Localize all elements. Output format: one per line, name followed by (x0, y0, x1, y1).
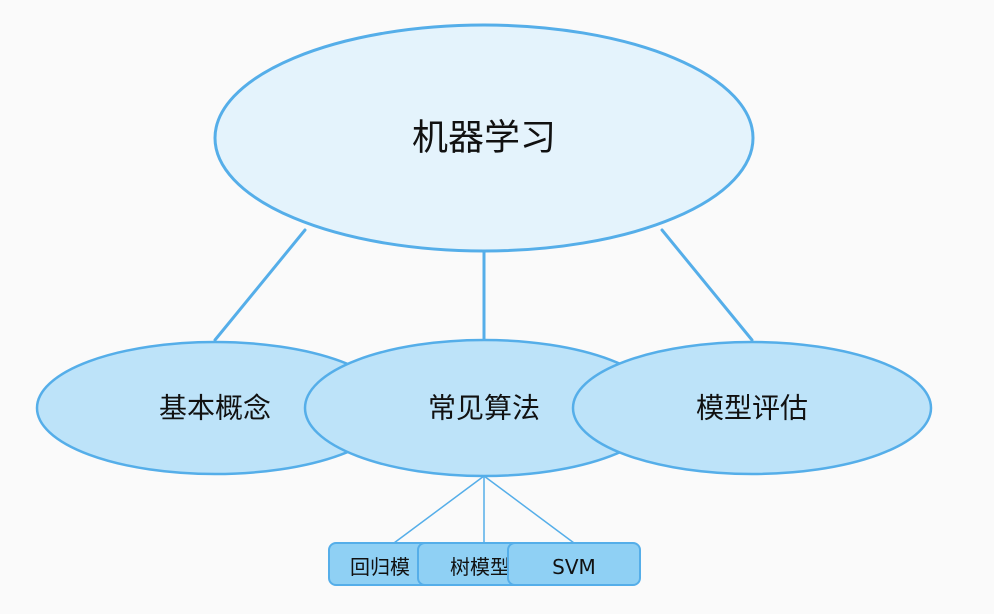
root-node-label: 机器学习 (412, 118, 556, 159)
branch-node-algorithms-label: 常见算法 (428, 392, 540, 425)
connector-root-evaluation (660, 228, 754, 342)
root-node-shape (213, 23, 755, 253)
branch-node-evaluation[interactable]: 模型评估 (571, 340, 933, 476)
branch-node-concepts[interactable]: 基本概念 (35, 340, 395, 476)
branch-node-concepts-label: 基本概念 (159, 392, 271, 425)
branch-node-evaluation-shape (571, 340, 933, 476)
leaf-node-svm[interactable]: SVM (507, 542, 641, 586)
leaf-node-tree-label: 树模型 (450, 555, 510, 579)
branch-node-evaluation-label: 模型评估 (696, 392, 808, 425)
connector-root-concepts (213, 228, 307, 342)
branch-node-algorithms[interactable]: 常见算法 (303, 338, 665, 478)
leaf-node-svm-box (507, 542, 641, 586)
root-node[interactable]: 机器学习 (213, 23, 755, 253)
leaf-node-regression-label: 回归模 (350, 555, 410, 579)
connector-algorithms-svm (483, 475, 575, 544)
connector-algorithms-regression (393, 475, 485, 544)
leaf-node-svm-label: SVM (552, 555, 596, 579)
